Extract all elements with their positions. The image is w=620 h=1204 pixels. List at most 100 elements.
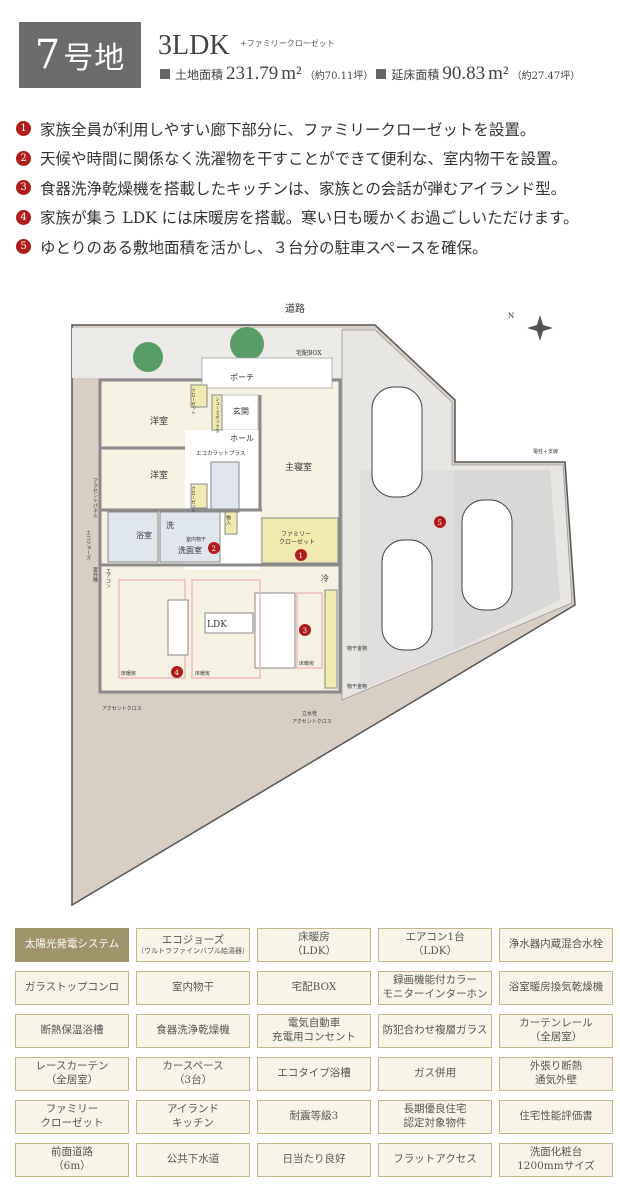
equipment-item: 前面道路 （6m） <box>15 1143 129 1177</box>
number-badge: 3 <box>16 180 31 196</box>
accent-cloth-label: アクセントクロス <box>102 706 142 712</box>
svg-text:1: 1 <box>299 552 303 560</box>
floor-heating-label: 床暖房 <box>195 670 210 677</box>
plan-badge: 2 <box>208 542 220 554</box>
equipment-label: アイランド キッチン <box>167 1103 219 1129</box>
layout-extra: +ファミリークローゼット <box>240 39 335 48</box>
equipment-item: エコジョーズ（ウルトラファインバブル給湯器） <box>136 928 250 962</box>
equipment-item: レースカーテン （全居室） <box>15 1057 129 1091</box>
ecocarat-label: エコカラットプラス <box>196 450 245 457</box>
equipment-label: 防犯合わせ複層ガラス <box>382 1024 488 1037</box>
equipment-item: ガス併用 <box>378 1057 492 1091</box>
feature-text: 家族全員が利用しやすい廊下部分に、ファミリークローゼットを設置。 <box>40 120 536 139</box>
ldk-label: LDK <box>207 620 227 630</box>
equipment-item: 太陽光発電システム <box>15 928 129 962</box>
land-area-tsubo: （約70.11坪） <box>304 71 374 82</box>
porch <box>201 357 333 389</box>
equipment-label: 録画機能付カラー モニターインターホン <box>382 974 488 1000</box>
floor-heating-zone <box>296 592 323 669</box>
equipment-item: カースペース （3台） <box>136 1057 250 1091</box>
number-badge: 2 <box>16 150 31 166</box>
square-bullet-icon <box>376 69 387 79</box>
equipment-label: 浴室暖房換気乾燥機 <box>508 981 604 994</box>
equipment-label: 耐震等級3 <box>289 1110 339 1123</box>
equipment-label: 食器洗浄乾燥機 <box>156 1024 230 1037</box>
equipment-label: 住宅性能評価書 <box>519 1110 593 1123</box>
shoe-box-label: シューズボックス <box>215 397 220 433</box>
equipment-item: 浴室暖房換気乾燥機 <box>499 971 613 1005</box>
equipment-item: 床暖房 （LDK） <box>257 928 371 962</box>
tree <box>133 342 163 372</box>
feature-item: 1 家族全員が利用しやすい廊下部分に、ファミリークローゼットを設置。 <box>16 114 579 144</box>
washroom <box>159 511 221 563</box>
washer-label: 洗 <box>166 520 174 530</box>
laundry-hanger-label: 物干金物 <box>347 645 367 652</box>
shoe-box <box>211 394 223 431</box>
svg-text:3: 3 <box>303 627 307 635</box>
plan-badge: 1 <box>295 549 307 561</box>
number-badge: 1 <box>16 121 31 137</box>
dining-table <box>204 612 254 634</box>
washroom-label: 洗面室 <box>178 545 202 555</box>
equipment-label: 浄水器内蔵混合水栓 <box>508 938 604 951</box>
master-bedroom-label: 主寝室 <box>285 461 312 473</box>
plan-badge: 4 <box>171 666 183 678</box>
equipment-label: 断熱保温浴槽 <box>40 1024 104 1037</box>
plan-badge: 3 <box>299 624 311 636</box>
hall-label: ホール <box>230 434 254 443</box>
floor-heating-zone <box>191 579 261 679</box>
sofa <box>167 599 189 656</box>
equipment-label: ガス併用 <box>414 1067 456 1080</box>
car <box>371 386 423 498</box>
equipment-item: 防犯合わせ複層ガラス <box>378 1014 492 1048</box>
floor-area-label: 延床面積 <box>391 68 440 82</box>
faucet-label: 立水栓 <box>302 710 317 717</box>
feature-list: 1 家族全員が利用しやすい廊下部分に、ファミリークローゼットを設置。 2 天候や時間… <box>16 114 579 262</box>
number-badge: 5 <box>16 239 31 255</box>
family-closet-label: ファミリー <box>281 531 311 538</box>
svg-text:4: 4 <box>175 669 180 677</box>
feature-text: 天候や時間に関係なく洗濯物を干すことができて便利な、室内物干を設置。 <box>40 150 568 169</box>
floor-area-value: 90.83 <box>442 63 486 84</box>
equipment-label: 電気自動車 充電用コンセント <box>272 1017 356 1043</box>
floor-area-unit: m² <box>488 63 509 84</box>
delivery-box-label: 宅配BOX <box>296 349 322 357</box>
family-closet-label: クローゼット <box>279 538 315 546</box>
equipment-label: フラットアクセス <box>393 1153 477 1166</box>
land-area-value: 231.79 <box>226 63 279 84</box>
equipment-sublabel: （ウルトラファインバブル給湯器） <box>137 947 249 956</box>
equipment-item: カーテンレール （全居室） <box>499 1014 613 1048</box>
north-compass-icon: N <box>508 312 553 341</box>
equipment-item: ガラストップコンロ <box>15 971 129 1005</box>
equipment-item: 録画機能付カラー モニターインターホン <box>378 971 492 1005</box>
lot-number: 7 <box>34 32 62 78</box>
equipment-label: 洗面化粧台 1200mmサイズ <box>517 1146 595 1172</box>
square-bullet-icon <box>160 69 170 79</box>
aircon-label: エアコン <box>105 568 111 588</box>
closet-1-label: クローゼット <box>191 388 196 416</box>
kitchen-island <box>254 592 296 669</box>
plan-badge: 5 <box>434 516 446 528</box>
equipment-label: ファミリー クローゼット <box>40 1103 104 1129</box>
equipment-item: 宅配BOX <box>257 971 371 1005</box>
feature-item: 2 天候や時間に関係なく洗濯物を干すことができて便利な、室内物干を設置。 <box>16 144 579 174</box>
equipment-label: エアコン1台 （LDK） <box>405 931 465 957</box>
area-info: 土地面積 231.79 m² （約70.11坪） 延床面積 90.83 m² （… <box>160 63 580 85</box>
bathroom <box>107 511 159 563</box>
entrance <box>219 394 259 431</box>
equipment-item: 長期優良住宅 認定対象物件 <box>378 1100 492 1134</box>
entrance-label: 玄関 <box>233 406 249 416</box>
utility-pole-label: 電柱＋支線 <box>533 448 558 455</box>
equipment-item: エコタイプ浴槽 <box>257 1057 371 1091</box>
closet <box>190 483 208 509</box>
svg-text:2: 2 <box>212 545 216 553</box>
equipment-label: 宅配BOX <box>291 981 337 994</box>
equipment-label: エコジョーズ <box>161 933 225 946</box>
closet <box>190 384 208 408</box>
equipment-label: 太陽光発電システム <box>24 938 120 951</box>
equipment-item: 住宅性能評価書 <box>499 1100 613 1134</box>
storage <box>224 511 238 535</box>
floor-heating-label: 床暖房 <box>299 660 314 667</box>
